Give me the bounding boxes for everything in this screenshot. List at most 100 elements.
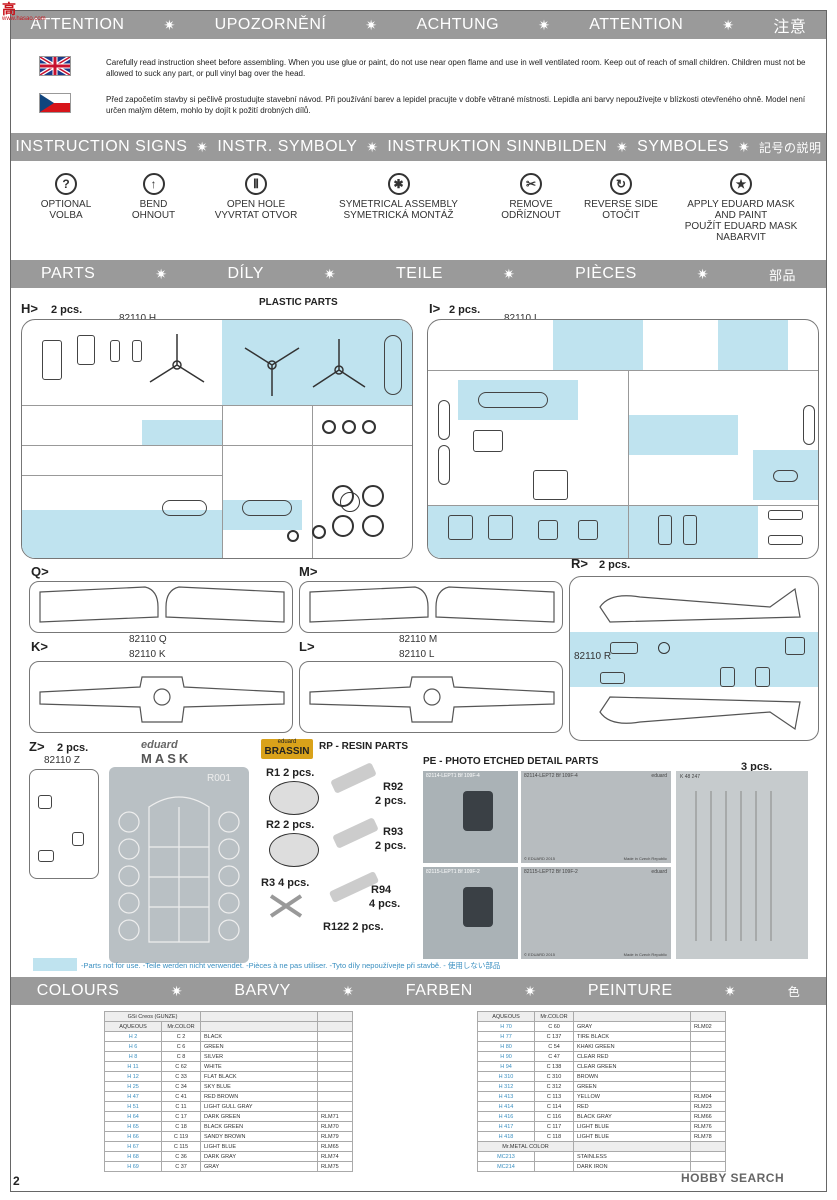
resin-r2: R2 2 pcs.: [266, 819, 314, 831]
sign-label: OPEN HOLE: [226, 199, 286, 210]
site-logo-text: 高: [2, 1, 16, 17]
sign-label: POUŽÍT EDUARD MASK: [684, 221, 798, 232]
color-name: TIRE BLACK: [573, 1031, 691, 1042]
pe-fret: K 48 247: [676, 771, 808, 959]
wheel-part: [362, 515, 384, 537]
color-name: GRAY: [573, 1021, 691, 1032]
rlm-code: RLM71: [317, 1111, 353, 1122]
brassin-brand: BRASSIN: [264, 746, 310, 757]
sign-label: BEND: [139, 199, 168, 210]
mr-color-code: C 116: [534, 1111, 574, 1122]
color-name: SKY BLUE: [200, 1081, 318, 1092]
band-text: 部品: [768, 267, 796, 283]
sign-label: AND PAINT: [714, 210, 768, 221]
band-text: DÍLY: [227, 265, 264, 282]
radiator-part: [473, 430, 503, 452]
rlm-code: [317, 1031, 353, 1042]
pe-code: 82114-LEPT1: [426, 773, 457, 779]
mr-color-code: C 6: [161, 1041, 201, 1052]
rlm-code: [317, 1091, 353, 1102]
sprue-h-code: 82110 H: [119, 313, 156, 324]
rlm-code: [317, 1101, 353, 1112]
remove-icon: ✂: [520, 173, 542, 195]
sprue-runner: [628, 370, 629, 558]
mr-color-code: C 47: [534, 1051, 574, 1062]
small-part: [72, 832, 84, 846]
rlm-code: [690, 1051, 726, 1062]
rlm-code: RLM04: [690, 1091, 726, 1102]
color-name: KHAKI GREEN: [573, 1041, 691, 1052]
sprue-l-label: L>: [299, 639, 315, 654]
color-name: BROWN: [573, 1071, 691, 1082]
sprue-q: [29, 581, 293, 633]
wheel-part: [312, 525, 326, 539]
pe-code: 82114-LEPT2: [524, 773, 555, 779]
unused-legend-swatch: [33, 958, 77, 971]
wheel-part: [332, 515, 354, 537]
mask-title: MASK: [141, 751, 192, 766]
small-part: [768, 535, 803, 545]
wing-upper-part: [309, 586, 555, 623]
resin-part-shape: [269, 894, 303, 918]
wheel-part: [287, 530, 299, 542]
rlm-code: [690, 1041, 726, 1052]
color-name: GRAY: [200, 1161, 318, 1172]
sign-label: VYVRTAT OTVOR: [214, 210, 298, 221]
aqueous-code: H 70: [477, 1021, 535, 1032]
band-text: 記号の説明: [759, 140, 822, 155]
small-part: [600, 672, 625, 684]
rlm-code: RLM66: [690, 1111, 726, 1122]
sign-label: REVERSE SIDE: [584, 199, 658, 210]
empty-cell: [534, 1161, 574, 1172]
unused-area: [222, 320, 377, 405]
sprue-r-qty: 2 pcs.: [599, 559, 631, 571]
sprue-runner: [22, 445, 412, 446]
aqueous-code: H 80: [477, 1041, 535, 1052]
small-part: [110, 340, 120, 362]
sprue-q-code: 82110 Q: [129, 634, 167, 645]
watermark: HOBBY SEARCH: [681, 1171, 785, 1185]
sprue-runner: [312, 405, 313, 558]
propeller-part: [149, 334, 205, 383]
pe-name: Bf 109F-4: [555, 773, 578, 779]
color-name: GREEN: [200, 1041, 318, 1052]
plastic-parts-title: PLASTIC PARTS: [259, 297, 338, 308]
resin-title: RP - RESIN PARTS: [319, 741, 409, 752]
resin-code: R94: [371, 884, 392, 896]
resin-qty: 2 pcs.: [283, 767, 315, 779]
instruction-band: INSTRUCTION SIGNS✷ INSTR. SYMBOLY✷ INSTR…: [11, 133, 826, 161]
resin-code: R1: [266, 767, 281, 779]
warning-cz: Před započetím stavby si pečlivě prostud…: [106, 95, 806, 115]
rlm-code: [690, 1071, 726, 1082]
mr-color-code: C 8: [161, 1051, 201, 1062]
mask-code: R001: [207, 773, 231, 784]
wheel-part: [340, 492, 360, 512]
table-title: GSi Creos (GUNZE): [104, 1011, 201, 1022]
instrument-panel-part: [463, 887, 493, 927]
rlm-code: RLM23: [690, 1101, 726, 1112]
aqueous-code: H 66: [104, 1131, 162, 1142]
resin-qty: 2 pcs.: [352, 921, 384, 933]
small-part: [438, 400, 450, 440]
band-text: INSTRUCTION SIGNS: [15, 138, 188, 155]
band-text: ATTENTION: [30, 16, 125, 33]
drill-icon: ⦀: [245, 173, 267, 195]
sprue-k: [29, 661, 293, 733]
small-part: [683, 515, 697, 545]
rlm-code: [317, 1051, 353, 1062]
small-part: [658, 515, 672, 545]
band-text: ATTENTION: [589, 16, 684, 33]
mr-color-code: C 113: [534, 1091, 574, 1102]
mask-sheet: R001: [109, 767, 249, 963]
unused-area: [628, 415, 738, 455]
small-part: [578, 520, 598, 540]
resin-wheel-part: [269, 833, 319, 867]
column-header: Mr.COLOR: [161, 1021, 201, 1032]
